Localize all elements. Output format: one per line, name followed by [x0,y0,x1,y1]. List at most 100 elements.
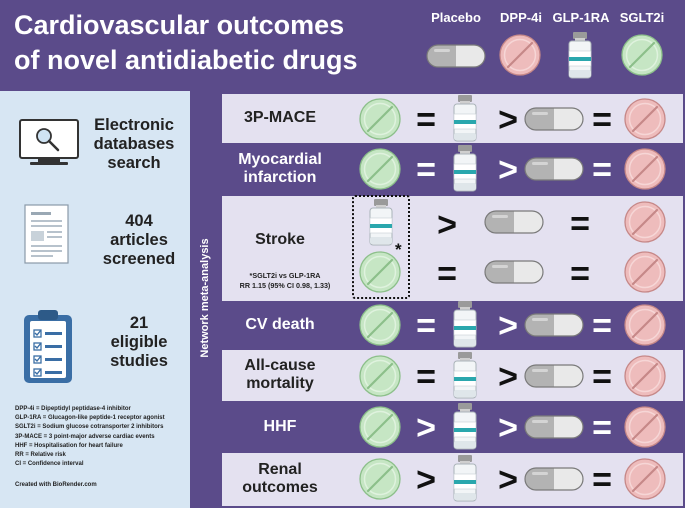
red-pill-icon [623,405,667,449]
capsule-icon [484,260,544,284]
greater-than-sign: > [416,409,436,447]
capsule-icon [524,107,584,131]
equals-sign: = [592,151,612,189]
abbreviation-item: DPP-4i = Dipeptidyl peptidase-4 inhibito… [15,406,131,412]
row-renal-outcomes: Renal outcomes [222,453,683,506]
screened-label-line: articles [110,231,168,249]
vial-icon [453,300,477,348]
search-label-line: Electronic [94,116,174,134]
abbreviation-item: RR = Relative risk [15,452,66,459]
equals-sign: = [416,307,436,345]
red-pill-icon [623,303,667,347]
equals-sign: = [592,307,612,345]
vial-icon [453,351,477,399]
title-line-2: of novel antidiabetic drugs [14,45,358,75]
title-line-1: Cardiovascular outcomes [14,10,345,40]
outcome-label: Stroke [225,231,335,249]
vial-icon [568,31,592,79]
outcome-label-line: HHF [263,418,297,435]
equals-sign: = [416,151,436,189]
eligible-label-line: studies [110,352,168,370]
screened-label-line: screened [102,250,176,268]
equals-sign: = [416,358,436,396]
outcome-label: Renal outcomes [225,461,335,497]
red-pill-icon [623,97,667,141]
stroke-footnote-line: *SGLT2i vs GLP-1RA [249,271,321,280]
green-pill-icon [358,354,402,398]
green-pill-icon [358,457,402,501]
eligible-count: 21 [129,314,149,332]
red-pill-icon [623,200,667,244]
search-label: Electronic databases search [84,116,184,173]
legend-label-glp1ra: GLP-1RA [552,10,610,25]
outcome-label: HHF [225,418,335,436]
vial-icon [453,94,477,142]
vial-icon [453,402,477,450]
stroke-asterisk: * [395,240,402,259]
screened-count: 404 [125,212,153,230]
credit-text: Created with BioRender.com [15,482,97,488]
capsule-icon [484,210,544,234]
outcome-label-line: Renal [258,461,302,478]
vial-icon [369,198,393,246]
capsule-icon [524,467,584,491]
search-label-line: search [107,154,161,172]
red-pill-icon [623,457,667,501]
greater-than-sign: > [498,151,518,189]
equals-sign: = [416,101,436,139]
legend-label-placebo: Placebo [431,10,481,25]
greater-than-sign: > [498,409,518,447]
greater-than-sign: > [416,461,436,499]
abbreviation-item: SGLT2i = Sodium glucose cotransporter 2 … [15,424,164,431]
green-pill-icon [358,250,402,294]
vial-icon [453,454,477,502]
row-cv-death: CV death [222,303,683,348]
outcome-label-line: infarction [243,169,317,186]
equals-sign: = [570,255,590,293]
greater-than-sign: > [498,358,518,396]
capsule-icon [524,364,584,388]
equals-sign: = [592,409,612,447]
outcome-label-line: Myocardial [238,151,322,168]
eligible-label-line: eligible [110,333,168,351]
monitor-search-icon [19,119,79,165]
stroke-footnote-line: RR 1.15 (95% CI 0.98, 1.33) [239,281,331,290]
page-title: Cardiovascular outcomes of novel antidia… [14,8,414,78]
greater-than-sign: > [437,206,457,244]
green-pill-icon [358,97,402,141]
document-icon [24,204,69,264]
row-stroke: Stroke [222,196,683,301]
red-pill-icon [623,354,667,398]
row-hhf: HHF [222,403,683,451]
eligible-label: 21 eligible studies [94,314,184,371]
row-all-cause-mortality: All-cause mortality [222,350,683,401]
green-pill-icon [358,405,402,449]
greater-than-sign: > [498,307,518,345]
green-pill-icon [620,33,664,77]
equals-sign: = [592,461,612,499]
red-pill-icon [623,147,667,191]
row-myocardial-infarction: Myocardial infarction [222,145,683,194]
equals-sign: = [592,358,612,396]
capsule-icon [524,415,584,439]
abbreviation-item: 3P-MACE = 3 point-major adverse cardiac … [15,433,155,440]
green-pill-icon [358,303,402,347]
screened-label: 404 articles screened [94,212,184,269]
stroke-footnote: *SGLT2i vs GLP-1RA RR 1.15 (95% CI 0.98,… [222,271,348,291]
greater-than-sign: > [498,101,518,139]
outcome-label-line: mortality [246,375,314,392]
outcome-label: Myocardial infarction [225,151,335,187]
green-pill-icon [358,147,402,191]
capsule-icon [524,313,584,337]
network-meta-analysis-bar [190,91,220,508]
equals-sign: = [437,255,457,293]
outcome-label: All-cause mortality [225,357,335,393]
red-pill-icon [623,250,667,294]
capsule-icon [524,157,584,181]
capsule-icon [426,44,486,68]
equals-sign: = [570,205,590,243]
outcome-label-line: 3P-MACE [243,109,316,126]
legend-label-dpp4i: DPP-4i [500,10,542,25]
outcome-label-line: All-cause [244,357,316,374]
